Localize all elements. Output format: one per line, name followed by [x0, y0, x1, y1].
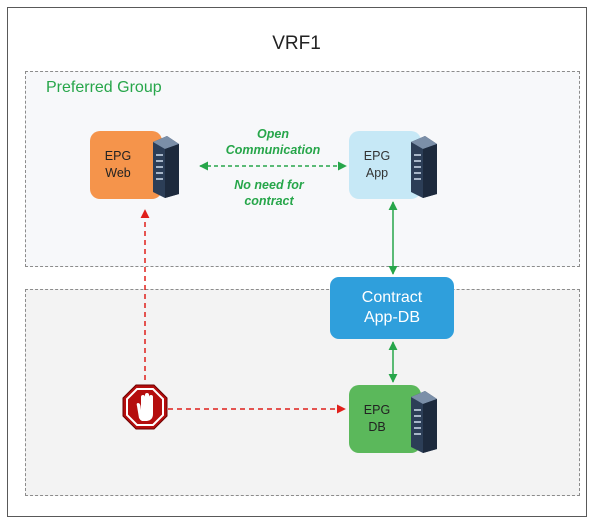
no-contract-line2: contract — [244, 194, 294, 208]
epg-db-line2: DB — [368, 420, 386, 434]
epg-db: EPG DB — [349, 385, 421, 453]
server-icon — [411, 136, 437, 198]
vrf-title: VRF1 — [272, 33, 321, 54]
open-note-line2: Communication — [225, 143, 321, 157]
epg-web-line1: EPG — [104, 149, 132, 163]
epg-db-line1: EPG — [363, 403, 391, 417]
epg-web-line2: Web — [105, 166, 131, 180]
server-icon — [411, 391, 437, 453]
no-contract-line1: No need for — [234, 178, 304, 192]
epg-app: EPG App — [349, 131, 421, 199]
no-contract-note: No need for contract — [214, 177, 324, 209]
preferred-group-label: Preferred Group — [46, 79, 162, 96]
epg-app-line1: EPG — [363, 149, 391, 163]
stop-hand-icon — [122, 384, 168, 430]
contract-app-db: Contract App-DB — [330, 277, 454, 339]
open-communication-note: Open Communication — [210, 126, 336, 158]
open-note-line1: Open — [257, 127, 289, 141]
non-preferred-zone — [25, 289, 580, 496]
contract-line2: App-DB — [363, 309, 421, 326]
server-icon — [153, 136, 179, 198]
epg-app-line2: App — [365, 166, 389, 180]
epg-web: EPG Web — [90, 131, 162, 199]
contract-line1: Contract — [361, 289, 423, 306]
